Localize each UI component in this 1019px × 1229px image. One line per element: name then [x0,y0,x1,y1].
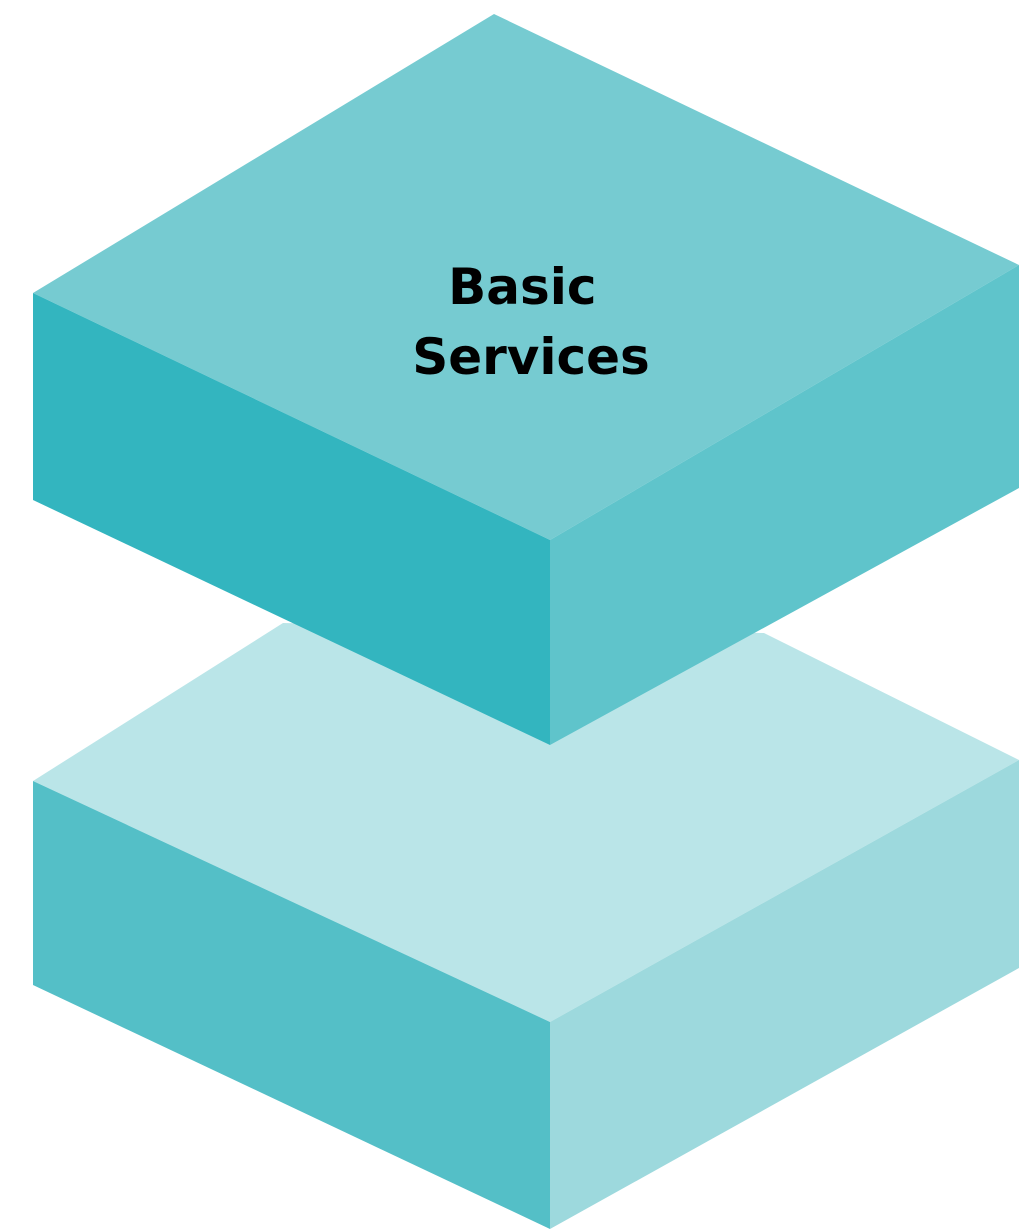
bottom-block [33,623,1019,1229]
bottom-block-right-face [550,760,1019,1229]
top-block-label-line-2: Services [412,328,650,386]
top-block-label-line-1: Basic [448,258,596,316]
top-block: Basic Services [33,14,1019,745]
bottom-block-left-face [33,781,550,1229]
top-block-label: Basic Services [412,258,650,386]
top-block-top-face [33,14,1019,540]
bottom-block-top-face [33,623,1019,1022]
top-block-right-face [550,265,1019,745]
top-block-left-face [33,293,550,745]
